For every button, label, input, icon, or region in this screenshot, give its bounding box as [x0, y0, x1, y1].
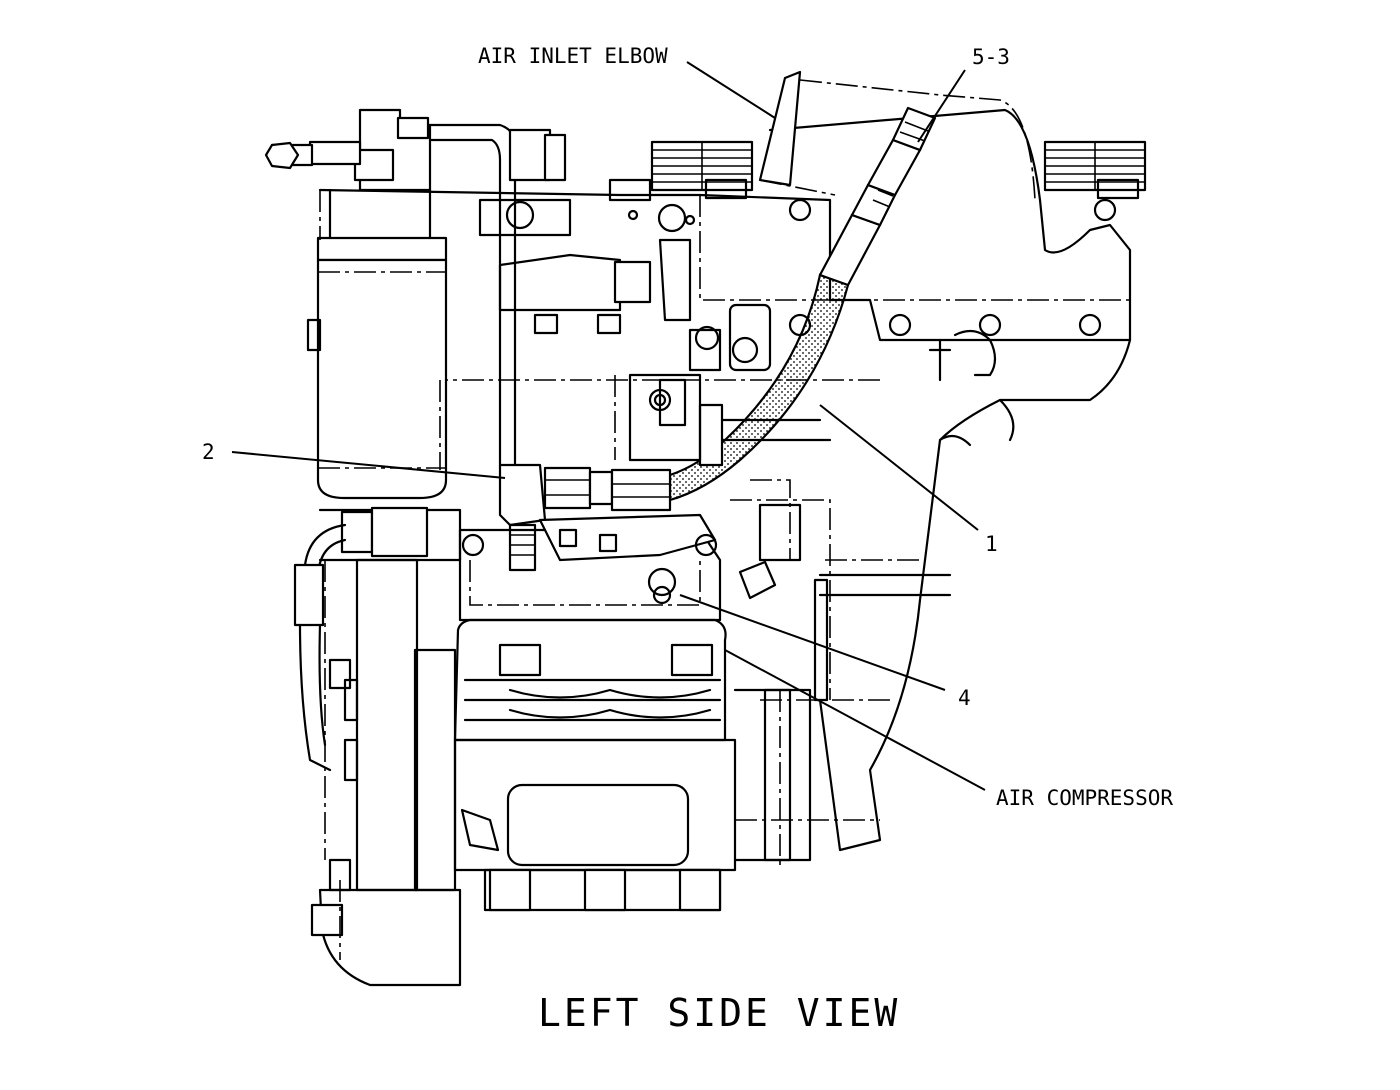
- label-air-inlet-elbow: AIR INLET ELBOW: [478, 44, 668, 68]
- front-housing: [293, 506, 462, 987]
- leader-lines: [231, 61, 986, 791]
- fuel-filter: [264, 108, 567, 500]
- governor-fittings: [628, 373, 952, 702]
- lifting-eye: [928, 329, 997, 382]
- label-air-compressor: AIR COMPRESSOR: [996, 786, 1173, 810]
- diagram-title: LEFT SIDE VIEW: [538, 991, 900, 1035]
- air-compressor-body: [453, 513, 737, 912]
- label-part-2: 2: [202, 440, 215, 464]
- head-bolts: [505, 178, 1140, 337]
- elbow-fitting: [498, 463, 672, 572]
- phantom-lines: [319, 190, 925, 870]
- engine-block: [768, 108, 1132, 852]
- label-part-1: 1: [985, 532, 998, 556]
- valve-springs-right: [1043, 140, 1147, 192]
- valve-springs-left: [650, 140, 754, 192]
- air-inlet-elbow-part: [758, 70, 1036, 201]
- crankcase-side: [733, 688, 812, 862]
- label-part-5-3: 5-3: [972, 45, 1010, 69]
- hose-assembly: [668, 106, 937, 502]
- label-part-4: 4: [958, 686, 971, 710]
